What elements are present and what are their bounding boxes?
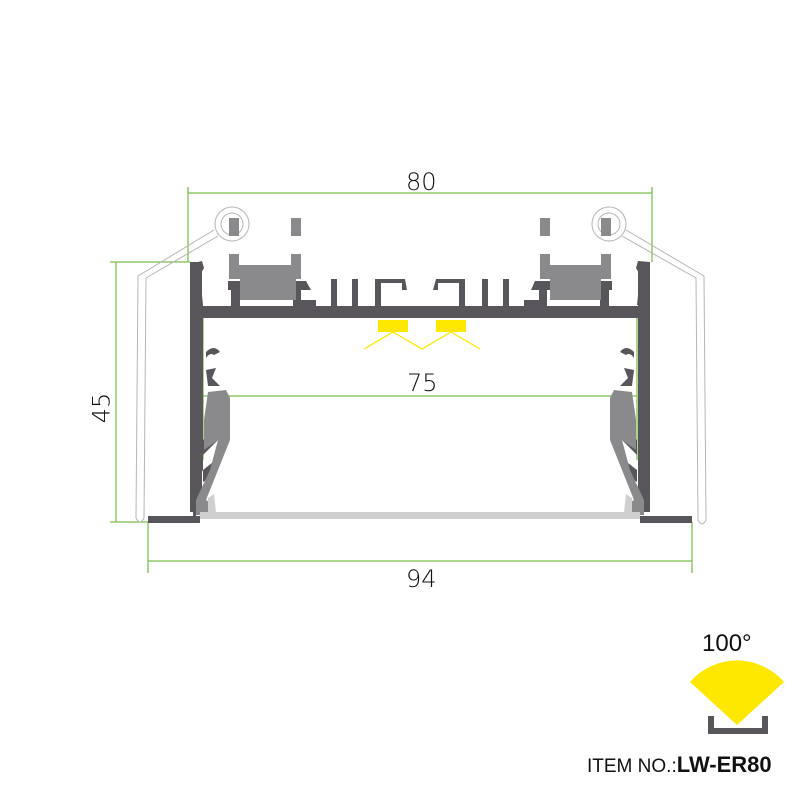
item-number-code: LW-ER80 xyxy=(676,752,772,777)
beam-angle-label: 100° xyxy=(702,630,752,657)
dimension-top-width: 80 xyxy=(406,168,437,196)
beam-angle-icon xyxy=(690,660,784,734)
spring-clips xyxy=(135,206,707,525)
dimension-bottom-width: 94 xyxy=(406,565,437,593)
dimension-height: 45 xyxy=(87,392,116,424)
item-number: ITEM NO.:LW-ER80 xyxy=(587,752,772,777)
item-number-prefix: ITEM NO.: xyxy=(587,756,677,777)
dimension-lines xyxy=(110,187,693,573)
profile-inserts xyxy=(196,218,644,515)
diffuser xyxy=(200,494,640,519)
led-chips xyxy=(363,320,481,350)
dimension-inner-width: 75 xyxy=(407,369,438,397)
